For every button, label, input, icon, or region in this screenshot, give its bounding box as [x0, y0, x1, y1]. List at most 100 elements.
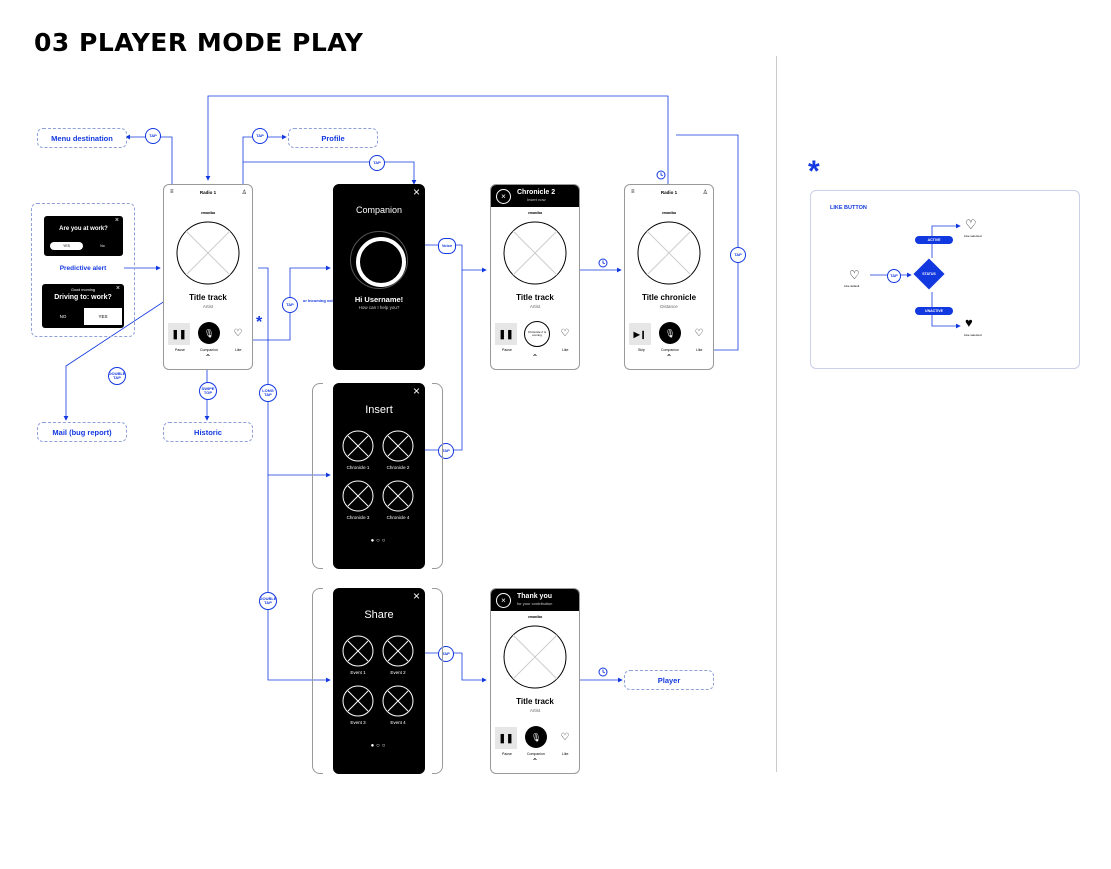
- chronicle-tile[interactable]: [382, 430, 414, 462]
- long-tap-badge: LONG TAP: [259, 384, 277, 402]
- like-default-label: Like default: [844, 284, 860, 288]
- companion-screen: × Companion Hi Username! How can I help …: [333, 184, 425, 370]
- menu-icon[interactable]: ≡: [631, 189, 635, 195]
- clock-icon: [598, 667, 608, 677]
- like-selected-label: Like selected: [964, 234, 982, 238]
- bracket: [312, 383, 323, 569]
- connector-profile: [242, 134, 287, 190]
- chronicle-countdown[interactable]: Chronicle 2 is coming: [524, 321, 550, 347]
- track-artist: Artist: [529, 708, 541, 713]
- page-dots: ●○○: [370, 743, 388, 749]
- like-icon[interactable]: ♡: [560, 327, 570, 339]
- alert-driving: Driving to: work?: [54, 294, 112, 301]
- companion-button[interactable]: 🎙: [198, 322, 220, 344]
- track-title: Title track: [516, 697, 554, 706]
- bracket: [312, 588, 323, 774]
- chronicle-tile[interactable]: [342, 430, 374, 462]
- close-icon[interactable]: ×: [114, 217, 119, 224]
- logo: vman/ba: [200, 211, 216, 215]
- chronicle-title: Title chronicle: [641, 293, 697, 302]
- chevron-up-icon[interactable]: ⌃: [531, 757, 539, 766]
- banner-title: Chronicle 2: [517, 189, 556, 196]
- tap-badge: TAP: [145, 128, 161, 144]
- mail-node[interactable]: Mail (bug report): [37, 422, 127, 442]
- alert-no-button[interactable]: NO: [59, 314, 67, 319]
- like-selected-label: Like selected: [964, 333, 982, 337]
- active-state: ACTIVE: [915, 236, 953, 244]
- menu-destination-node[interactable]: Menu destination: [37, 128, 127, 148]
- asterisk-marker: *: [808, 155, 820, 188]
- profile-node[interactable]: Profile: [288, 128, 378, 148]
- menu-icon[interactable]: ≡: [170, 189, 174, 195]
- like-label: Like: [562, 348, 569, 352]
- close-icon[interactable]: ×: [412, 589, 420, 603]
- like-icon[interactable]: ♡: [233, 327, 243, 339]
- chronicle-label: Chronicle 4: [386, 515, 410, 520]
- chronicle-thumb-icon: ×: [496, 189, 511, 204]
- status-label: STATUS: [922, 272, 936, 276]
- tap-badge: TAP: [730, 247, 746, 263]
- close-icon[interactable]: ×: [412, 384, 420, 398]
- event-label: Event 3: [350, 720, 366, 725]
- close-icon[interactable]: ×: [115, 285, 120, 292]
- chronicle-tile[interactable]: [382, 480, 414, 512]
- connector-like-3: [931, 292, 961, 329]
- chronicle-label: Chronicle 3: [346, 515, 370, 520]
- pause-button[interactable]: ❚❚: [495, 323, 517, 345]
- skip-button[interactable]: ▶❙: [629, 323, 651, 345]
- share-heading: Share: [364, 609, 394, 621]
- chevron-up-icon[interactable]: ⌃: [531, 353, 539, 362]
- pause-button[interactable]: ❚❚: [168, 323, 190, 345]
- event-tile[interactable]: [342, 685, 374, 717]
- player-node[interactable]: Player: [624, 670, 714, 690]
- track-title: Title track: [189, 293, 227, 302]
- chronicle-label: Chronicle 1: [346, 465, 370, 470]
- cover-art: [503, 221, 567, 285]
- cover-art: [176, 221, 240, 285]
- logo: vman/ba: [527, 211, 543, 215]
- asterisk-marker: *: [256, 314, 263, 331]
- close-icon[interactable]: ×: [412, 185, 420, 199]
- chronicle-tile[interactable]: [342, 480, 374, 512]
- like-icon[interactable]: ♡: [560, 731, 570, 743]
- logo: vman/ba: [661, 211, 677, 215]
- event-tile[interactable]: [382, 635, 414, 667]
- alert-greeting: Good morning: [70, 288, 96, 292]
- connector-menu: [125, 134, 173, 190]
- predictive-alert-label: Predictive alert: [59, 265, 107, 272]
- event-tile[interactable]: [342, 635, 374, 667]
- driving-alert-card: × Good morning Driving to: work? NO YES: [42, 284, 124, 328]
- voice-ring-outer: [350, 231, 408, 289]
- pause-button[interactable]: ❚❚: [495, 727, 517, 749]
- track-title: Title track: [516, 293, 554, 302]
- event-tile[interactable]: [382, 685, 414, 717]
- page-dots: ●○○: [370, 538, 388, 544]
- like-icon[interactable]: ♡: [694, 327, 704, 339]
- tap-badge: TAP: [887, 269, 901, 283]
- heart-filled-icon: ♥: [965, 315, 973, 330]
- chevron-up-icon[interactable]: ⌃: [665, 353, 673, 362]
- heart-outline-icon: ♡: [965, 217, 977, 232]
- alert-yes-button[interactable]: YES: [84, 308, 122, 325]
- alert-yes-button[interactable]: YES: [50, 242, 83, 250]
- companion-greeting: Hi Username!: [354, 295, 404, 304]
- profile-icon[interactable]: ♙: [241, 190, 247, 196]
- connector-mail: [63, 290, 181, 421]
- incoming-voice-label: or Incoming voice: [302, 298, 338, 303]
- bracket: [432, 588, 443, 774]
- tap-badge: TAP: [252, 128, 268, 144]
- alert-no-button[interactable]: No: [100, 244, 105, 248]
- station-name: Radio 1: [199, 190, 217, 195]
- historic-node[interactable]: Historic: [163, 422, 253, 442]
- connector-trunk: [258, 267, 331, 683]
- page-title: 03 PLAYER MODE PLAY: [34, 28, 364, 57]
- chevron-up-icon[interactable]: ⌃: [204, 353, 212, 362]
- cover-art: [503, 625, 567, 689]
- companion-button[interactable]: 🎙: [659, 322, 681, 344]
- voice-ring-inner[interactable]: [356, 237, 406, 287]
- companion-button[interactable]: 🎙: [525, 726, 547, 748]
- connector-share: [398, 652, 487, 683]
- predictive-alert-group: × Are you at work? YES No Predictive ale…: [31, 203, 135, 337]
- profile-icon[interactable]: ♙: [702, 190, 708, 196]
- companion-prompt: How can I help you?: [358, 305, 400, 310]
